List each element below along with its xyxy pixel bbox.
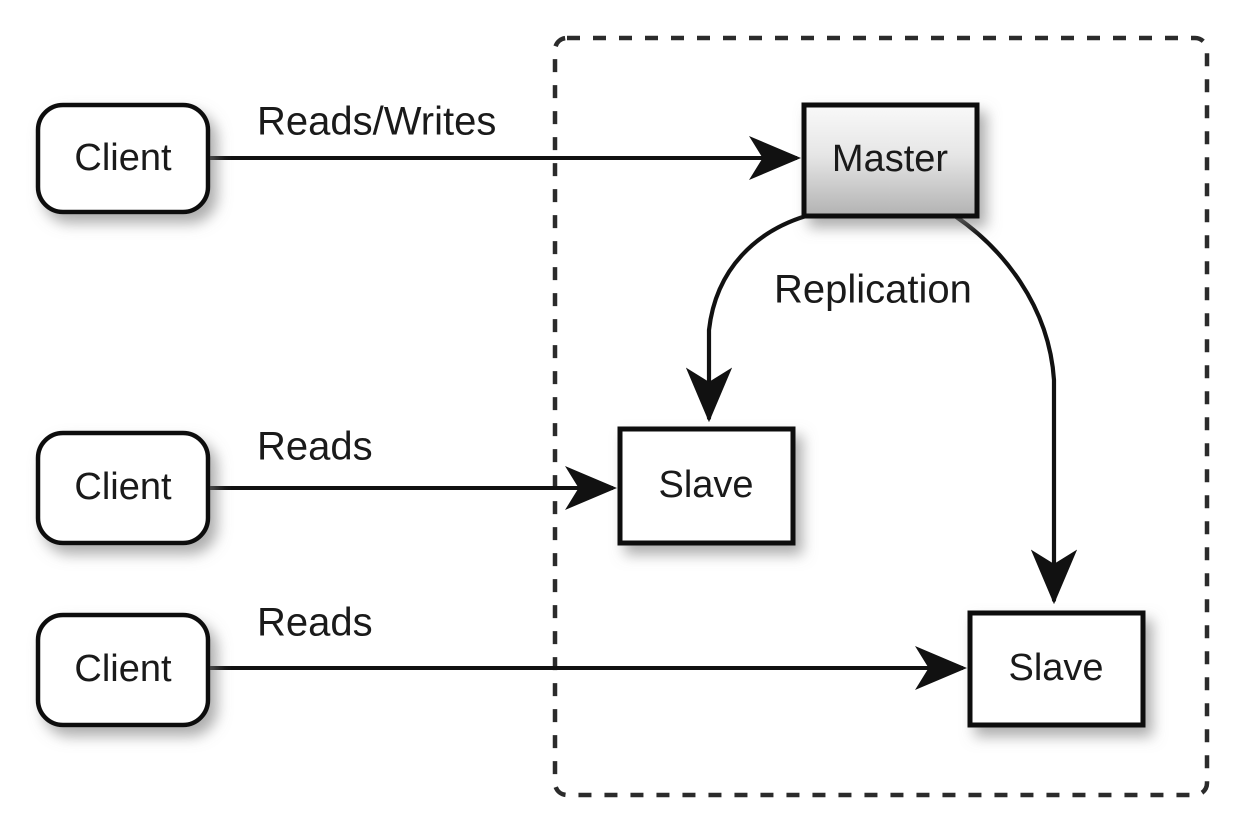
client-2-box[interactable]	[35, 430, 211, 546]
node-client-2[interactable]	[35, 430, 211, 546]
master-box[interactable]	[801, 102, 980, 219]
node-slave-1[interactable]	[617, 426, 796, 546]
client-1-label: Client	[74, 137, 172, 179]
client-3-box[interactable]	[35, 612, 211, 728]
arrow-curve-replication-right	[952, 213, 1078, 605]
edge-master-to-slave2	[952, 213, 1078, 605]
edge-label-reads-lower: Reads	[257, 601, 373, 645]
edge-label-reads-writes: Reads/Writes	[257, 100, 496, 144]
node-client-3[interactable]	[35, 612, 211, 728]
client-2-label: Client	[74, 466, 172, 508]
edge-label-reads-upper: Reads	[257, 425, 373, 469]
slave-2-box[interactable]	[967, 610, 1146, 728]
client-1-box[interactable]	[35, 102, 211, 215]
client-3-label: Client	[74, 648, 172, 690]
node-client-1[interactable]	[35, 102, 211, 215]
edge-label-replication: Replication	[774, 268, 972, 312]
slave-1-box[interactable]	[617, 426, 796, 546]
node-master[interactable]	[801, 102, 980, 219]
slave-2-label: Slave	[1008, 647, 1103, 689]
node-slave-2[interactable]	[967, 610, 1146, 728]
edge-master-to-slave1	[685, 213, 809, 423]
master-label: Master	[832, 138, 948, 180]
arrow-curve-replication-left	[685, 213, 809, 423]
slave-1-label: Slave	[658, 464, 753, 506]
replication-cluster-boundary	[552, 35, 1210, 798]
